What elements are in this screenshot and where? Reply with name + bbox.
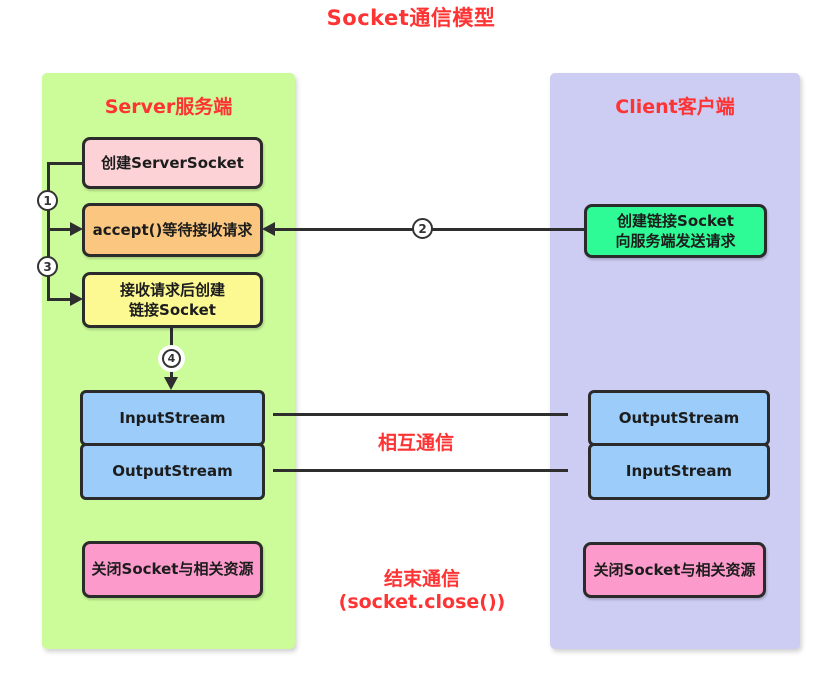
server-outputstream-box: OutputStream xyxy=(80,443,265,500)
connector-to-link-socket xyxy=(47,298,71,301)
server-inputstream-box: InputStream xyxy=(80,390,265,446)
client-outputstream-box: OutputStream xyxy=(588,390,770,446)
client-close-socket-box: 关闭Socket与相关资源 xyxy=(583,542,766,598)
end-communication-label: 结束通信(socket.close()) xyxy=(338,568,506,613)
arrowhead-right-accept-icon xyxy=(70,222,83,236)
client-inputstream-box: InputStream xyxy=(588,443,770,500)
step-4-badge-icon: 4 xyxy=(162,349,181,368)
server-create-link-socket-box: 接收请求后创建 链接Socket xyxy=(82,272,263,328)
mutual-communication-label: 相互通信 xyxy=(377,432,454,454)
step-3-badge-icon: 3 xyxy=(37,256,58,277)
server-panel-title: Server服务端 xyxy=(104,96,233,118)
connector-vertical-line xyxy=(47,162,50,300)
server-create-serversocket-box: 创建ServerSocket xyxy=(82,137,263,189)
client-panel-title: Client客户端 xyxy=(615,96,735,118)
comm-line-bottom xyxy=(273,469,568,472)
server-close-socket-box: 关闭Socket与相关资源 xyxy=(82,541,263,598)
connector-create-serversocket xyxy=(47,162,83,165)
server-accept-box: accept()等待接收请求 xyxy=(82,203,263,257)
arrowhead-left-request-icon xyxy=(262,222,275,236)
arrowhead-down-inputstream-icon xyxy=(164,377,178,390)
connector-to-accept xyxy=(47,228,71,231)
diagram-title: Socket通信模型 xyxy=(326,6,496,30)
arrowhead-right-link-socket-icon xyxy=(70,292,83,306)
comm-line-top xyxy=(273,413,568,416)
client-create-socket-box: 创建链接Socket 向服务端发送请求 xyxy=(584,204,767,258)
step-1-badge-icon: 1 xyxy=(37,190,58,211)
step-2-badge-icon: 2 xyxy=(412,218,433,239)
